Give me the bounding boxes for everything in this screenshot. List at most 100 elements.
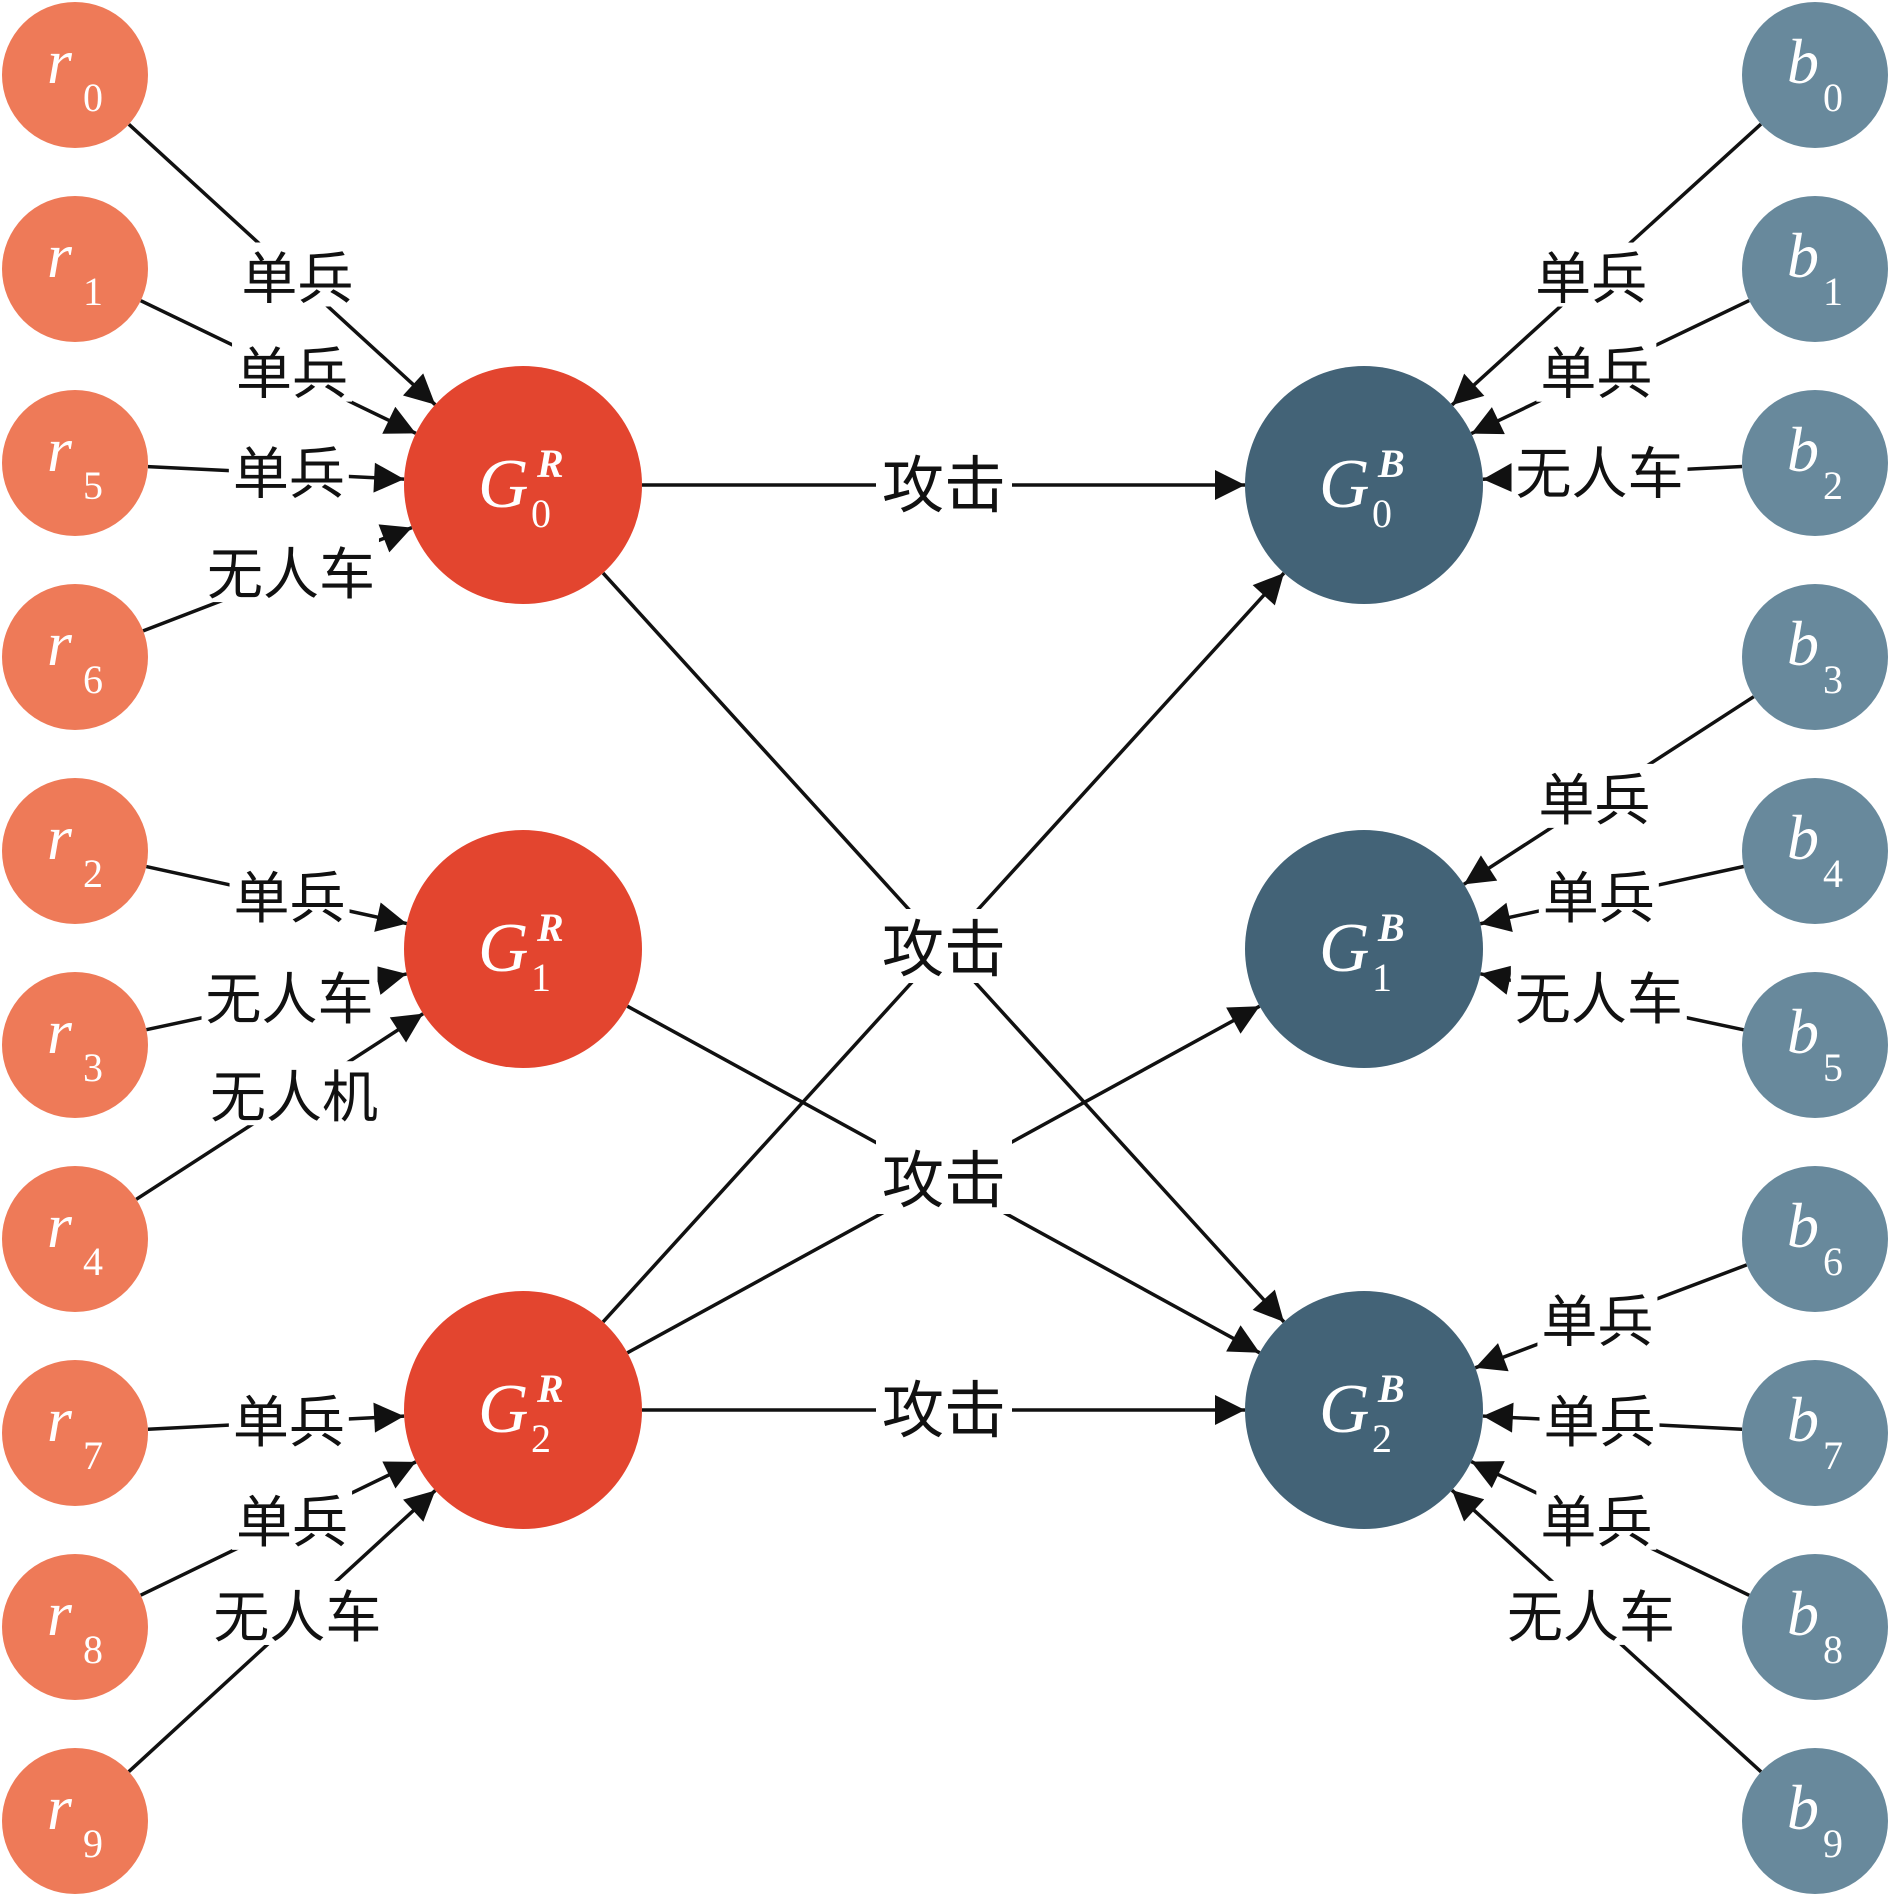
member-node-r0[interactable]: r0: [2, 2, 148, 148]
membership-edge-label: 无人车: [1507, 1586, 1675, 1651]
membership-edge-label: 单兵: [1543, 867, 1655, 932]
member-node-b7[interactable]: b7: [1742, 1360, 1888, 1506]
member-node-b9[interactable]: b9: [1742, 1748, 1888, 1894]
member-node-letter: b: [1787, 802, 1819, 873]
membership-edge-label: 单兵: [233, 1391, 345, 1456]
member-node-index: 4: [1823, 851, 1843, 896]
group-node-index: 2: [1372, 1416, 1392, 1461]
member-node-r1[interactable]: r1: [2, 196, 148, 342]
membership-edge-label: 单兵: [234, 867, 346, 932]
member-node-r7[interactable]: r7: [2, 1360, 148, 1506]
group-node-letter: G: [1319, 446, 1370, 523]
member-node-b8[interactable]: b8: [1742, 1554, 1888, 1700]
member-node-circle: [2, 1554, 148, 1700]
member-node-b6[interactable]: b6: [1742, 1166, 1888, 1312]
member-node-circle: [1742, 584, 1888, 730]
member-node-circle: [1742, 1748, 1888, 1894]
group-node-circle: [1245, 830, 1483, 1068]
member-node-r5[interactable]: r5: [2, 390, 148, 536]
membership-edge-label: 单兵: [236, 1491, 348, 1556]
member-node-letter: r: [47, 1772, 73, 1843]
attack-label-bg: [876, 1140, 1012, 1214]
member-node-circle: [1742, 2, 1888, 148]
member-node-b1[interactable]: b1: [1742, 196, 1888, 342]
group-node-letter: G: [478, 910, 529, 987]
membership-edge-label: 单兵: [236, 343, 348, 408]
attack-edge-label: 攻击: [882, 1374, 1006, 1447]
group-node-circle: [404, 1291, 642, 1529]
member-node-index: 1: [83, 269, 103, 314]
member-node-b4[interactable]: b4: [1742, 778, 1888, 924]
member-node-index: 7: [1823, 1433, 1843, 1478]
group-node-side: B: [1377, 1366, 1405, 1411]
edge-label-bg: [202, 538, 379, 603]
member-node-circle: [2, 778, 148, 924]
group-node-circle: [1245, 366, 1483, 604]
member-node-index: 8: [1823, 1627, 1843, 1672]
edge-label-bg: [1531, 242, 1652, 307]
membership-edge-label: 单兵: [1538, 769, 1650, 834]
group-node-circle: [404, 366, 642, 604]
attack-label-bg: [876, 1370, 1012, 1444]
member-node-letter: b: [1787, 1384, 1819, 1455]
edge-label-bg: [1510, 962, 1687, 1027]
edge-label-bg: [1534, 763, 1655, 828]
attack-edge-label: 攻击: [882, 1144, 1006, 1217]
member-node-letter: b: [1787, 996, 1819, 1067]
member-node-r4[interactable]: r4: [2, 1166, 148, 1312]
member-node-letter: b: [1787, 26, 1819, 97]
member-node-index: 9: [83, 1821, 103, 1866]
member-node-circle: [2, 1166, 148, 1312]
group-node-index: 1: [531, 955, 551, 1000]
member-node-circle: [2, 196, 148, 342]
edge-label-bg: [228, 437, 349, 502]
edge-label-bg: [201, 963, 378, 1028]
membership-edge-label: 单兵: [241, 247, 353, 312]
group-node-circle: [404, 830, 642, 1068]
group-node-letter: G: [478, 1371, 529, 1448]
membership-edge-label: 无人车: [1515, 968, 1683, 1033]
attack-edge-label: 攻击: [882, 913, 1006, 986]
edge-label-bg: [1536, 1485, 1657, 1550]
membership-edge-label: 单兵: [1541, 1290, 1653, 1355]
edge-label-bg: [1511, 437, 1688, 502]
member-node-r8[interactable]: r8: [2, 1554, 148, 1700]
attack-label-bg: [876, 445, 1012, 519]
member-node-b2[interactable]: b2: [1742, 390, 1888, 536]
member-node-circle: [2, 390, 148, 536]
edge-label-bg: [206, 1061, 383, 1126]
member-node-letter: b: [1787, 1578, 1819, 1649]
member-node-letter: r: [47, 608, 73, 679]
member-node-r9[interactable]: r9: [2, 1748, 148, 1894]
membership-edge-label: 无人机: [210, 1066, 378, 1131]
member-node-letter: r: [47, 1190, 73, 1261]
member-node-circle: [1742, 778, 1888, 924]
edge-label-bg: [232, 337, 353, 402]
member-node-r2[interactable]: r2: [2, 778, 148, 924]
member-node-r3[interactable]: r3: [2, 972, 148, 1118]
member-node-letter: r: [47, 1384, 73, 1455]
group-node-index: 2: [531, 1416, 551, 1461]
member-node-b3[interactable]: b3: [1742, 584, 1888, 730]
member-node-letter: b: [1787, 1772, 1819, 1843]
member-node-index: 3: [1823, 657, 1843, 702]
member-node-circle: [1742, 1360, 1888, 1506]
member-node-circle: [2, 584, 148, 730]
member-node-index: 6: [83, 657, 103, 702]
membership-edge-label: 无人车: [213, 1586, 381, 1651]
member-node-b5[interactable]: b5: [1742, 972, 1888, 1118]
member-node-letter: r: [47, 220, 73, 291]
membership-edge-label: 无人车: [1516, 443, 1684, 508]
member-node-index: 1: [1823, 269, 1843, 314]
member-node-letter: b: [1787, 414, 1819, 485]
edge-label-bg: [1536, 337, 1657, 402]
member-node-b0[interactable]: b0: [1742, 2, 1888, 148]
member-node-r6[interactable]: r6: [2, 584, 148, 730]
